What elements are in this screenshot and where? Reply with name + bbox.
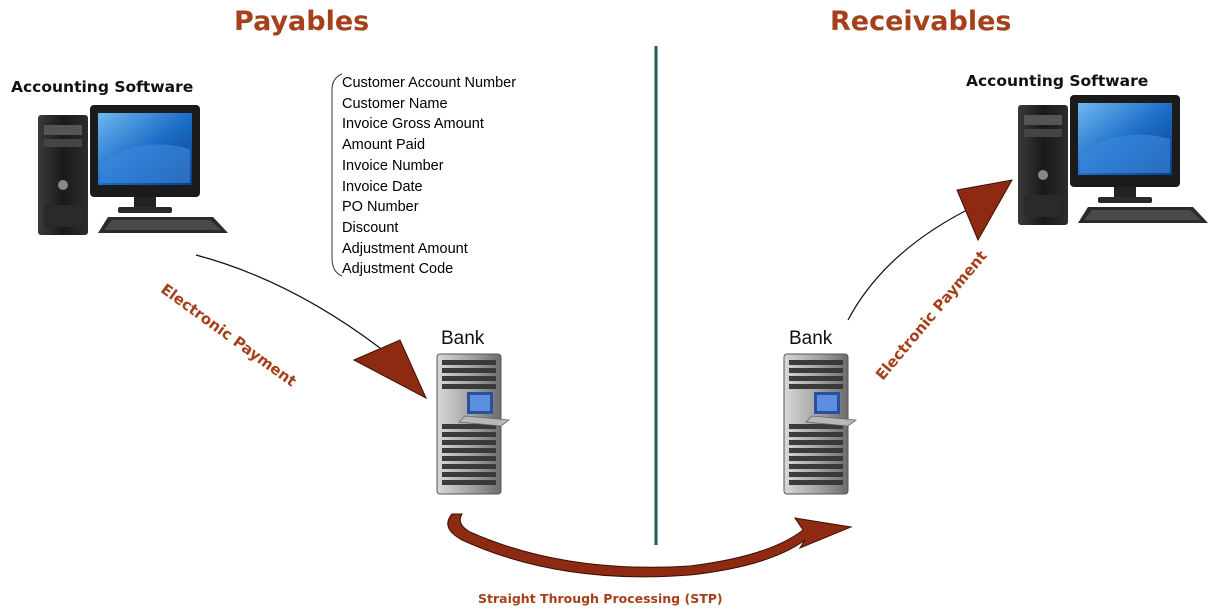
payment-arrow-left [195, 254, 381, 349]
stp-arrow [447, 513, 853, 578]
desktop-computer-icon [38, 105, 228, 235]
field-item: Amount Paid [342, 137, 426, 154]
stp-label: Straight Through Processing (STP) [478, 591, 723, 606]
field-item: PO Number [342, 199, 419, 216]
field-item: Customer Name [342, 95, 448, 112]
arrowhead-left [352, 339, 428, 400]
remittance-field-list: Customer Account Number Customer Name In… [342, 73, 516, 280]
field-item: Invoice Date [342, 178, 423, 195]
server-rack-icon [436, 353, 510, 495]
receivables-bank-label: Bank [789, 328, 833, 349]
arrowhead-right [956, 179, 1013, 242]
field-item: Adjustment Code [342, 261, 454, 278]
field-item: Invoice Gross Amount [342, 116, 484, 133]
payment-arrow-right [847, 205, 976, 321]
desktop-computer-icon [1018, 95, 1208, 225]
payables-bank-label: Bank [441, 328, 485, 349]
receivables-software-label: Accounting Software [966, 72, 1149, 90]
field-list-bracket [331, 73, 343, 277]
field-item: Customer Account Number [342, 75, 517, 91]
field-item: Adjustment Amount [342, 240, 468, 257]
payables-title: Payables [234, 6, 370, 37]
payables-software-label: Accounting Software [11, 78, 194, 96]
field-item: Discount [342, 219, 399, 236]
receivables-title: Receivables [830, 6, 1012, 37]
server-rack-icon [783, 353, 857, 495]
field-item: Invoice Number [342, 157, 444, 174]
